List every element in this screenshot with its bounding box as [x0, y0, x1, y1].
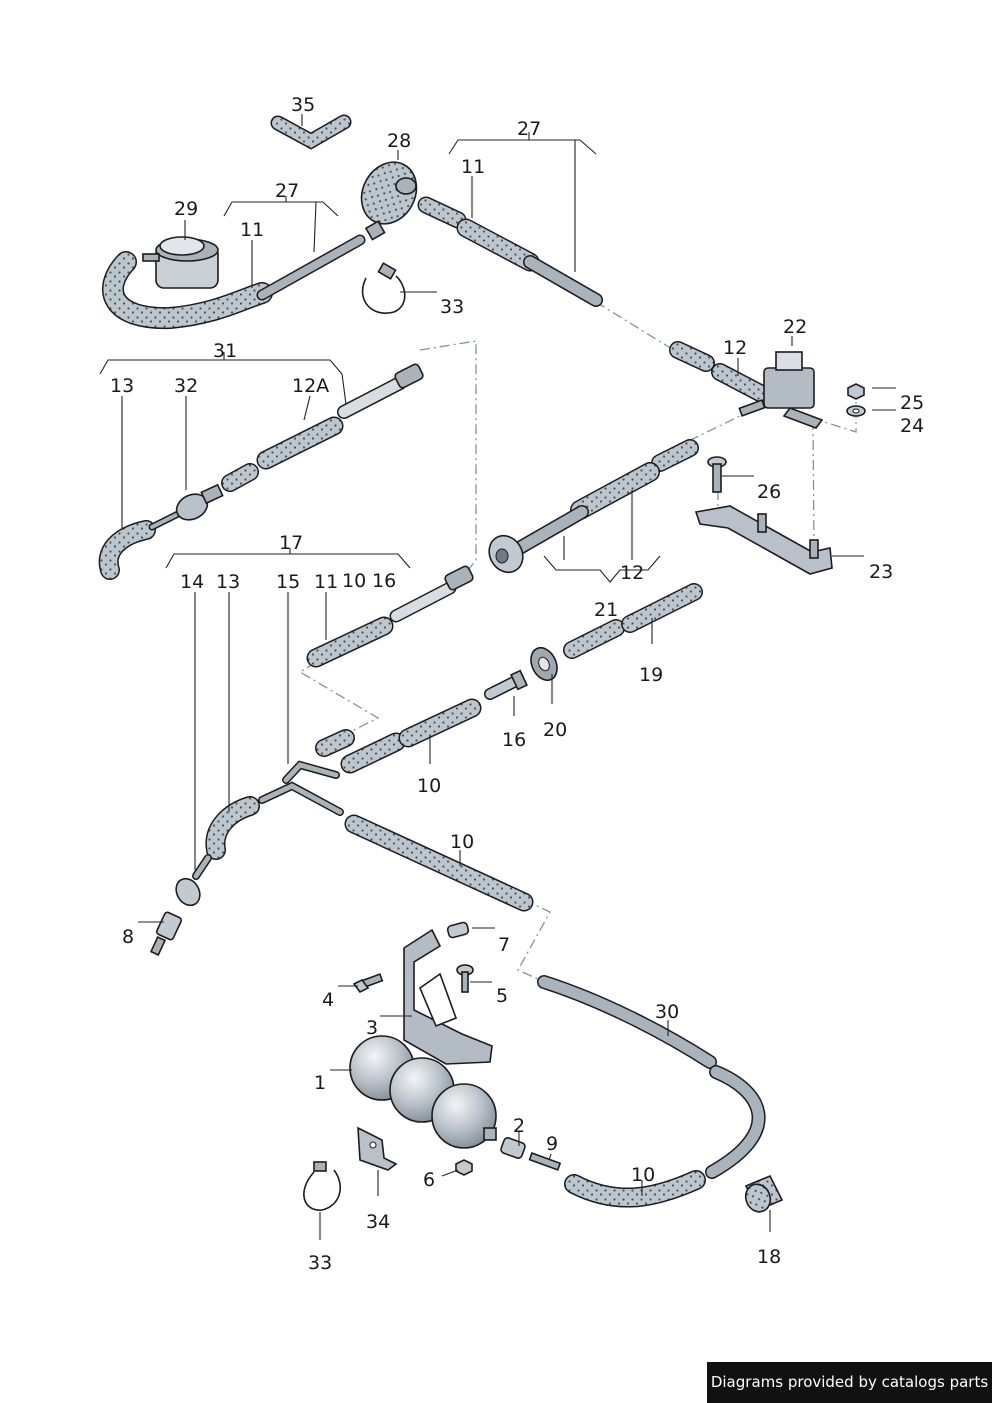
- callout-2: 2: [513, 1115, 525, 1137]
- callout-1: 1: [314, 1072, 326, 1094]
- callout-22: 22: [783, 316, 807, 338]
- callout-25: 25: [900, 392, 924, 414]
- callout-26: 26: [757, 481, 781, 503]
- callout-18: 18: [757, 1246, 781, 1268]
- callout-10: 10: [631, 1164, 655, 1186]
- part-10-long-hose: [344, 814, 534, 912]
- callout-27: 27: [517, 118, 541, 140]
- leader-lines: [99, 114, 896, 1240]
- callout-10: 10: [417, 775, 441, 797]
- callout-34: 34: [366, 1211, 390, 1233]
- part-29-vacuum-unit: [102, 234, 366, 330]
- part-34-holder: [357, 1126, 398, 1171]
- part-6-nut: [455, 1159, 473, 1176]
- callout-16: 16: [502, 729, 526, 751]
- part-26-bolt: [707, 456, 727, 493]
- part-2-connector: [500, 1137, 526, 1159]
- callout-12A: 12A: [292, 375, 329, 397]
- catalog-credit-banner: Diagrams provided by catalogs parts: [707, 1362, 992, 1403]
- callout-9: 9: [546, 1133, 558, 1155]
- callout-12: 12: [723, 337, 747, 359]
- callout-15: 15: [276, 571, 300, 593]
- callout-12: 12: [620, 562, 644, 584]
- part-16-connector: [484, 669, 528, 700]
- callout-33: 33: [308, 1252, 332, 1274]
- callout-23: 23: [869, 561, 893, 583]
- callout-33: 33: [440, 296, 464, 318]
- part-5-screw: [456, 964, 474, 993]
- part-21-hose: [563, 619, 625, 659]
- part-24-washer: [846, 405, 866, 417]
- part-30-hose: [537, 975, 766, 1179]
- part-22-solenoid-valve: [669, 341, 824, 429]
- callout-13: 13: [216, 571, 240, 593]
- part-12-hose-connector: [488, 439, 699, 574]
- callout-10: 10: [450, 831, 474, 853]
- callout-11: 11: [240, 219, 264, 241]
- part-7-stud: [446, 921, 470, 939]
- callout-30: 30: [655, 1001, 679, 1023]
- part-4-screw: [352, 973, 384, 994]
- callout-31: 31: [213, 340, 237, 362]
- callout-21: 21: [594, 599, 618, 621]
- part-19-hose: [621, 583, 703, 633]
- callout-labels: 35 28 27 11 27 29 11 33 31 13 32 12A 22 …: [110, 94, 924, 1274]
- callout-27: 27: [275, 180, 299, 202]
- callout-19: 19: [639, 664, 663, 686]
- callout-8: 8: [122, 926, 134, 948]
- callout-5: 5: [496, 985, 508, 1007]
- part-18-sleeve: [744, 1174, 784, 1213]
- part-25-nut: [847, 383, 865, 400]
- callout-35: 35: [291, 94, 315, 116]
- callout-7: 7: [498, 934, 510, 956]
- part-1-vacuum-reservoir: [349, 1035, 497, 1149]
- part-35-bent-hose: [270, 114, 352, 150]
- part-17-hose-assembly: [306, 565, 474, 668]
- callout-17: 17: [279, 532, 303, 554]
- callout-11: 11: [461, 156, 485, 178]
- part-8-check-valve: [149, 911, 183, 957]
- callout-28: 28: [387, 130, 411, 152]
- part-9-nipple: [528, 1152, 562, 1171]
- callout-13: 13: [110, 375, 134, 397]
- callout-20: 20: [543, 719, 567, 741]
- callout-11: 11: [314, 571, 338, 593]
- upper-hose-set-27: [417, 196, 603, 307]
- callout-3: 3: [366, 1017, 378, 1039]
- part-20-grommet: [530, 646, 558, 682]
- callout-4: 4: [322, 989, 334, 1011]
- part-31-hose-assembly: [98, 363, 424, 580]
- callout-6: 6: [423, 1169, 435, 1191]
- callout-24: 24: [900, 415, 924, 437]
- callout-32: 32: [174, 375, 198, 397]
- callout-16: 16: [372, 570, 396, 592]
- callout-14: 14: [180, 571, 204, 593]
- part-33-lower-clamp: [303, 1161, 342, 1211]
- callout-10: 10: [342, 570, 366, 592]
- part-3-mounting-bracket: [403, 928, 493, 1065]
- part-15-t-piece-assembly: [175, 698, 482, 907]
- part-10-lower-hose: [564, 1170, 706, 1208]
- callout-29: 29: [174, 198, 198, 220]
- part-23-bracket: [694, 505, 833, 575]
- part-28-filter-housing: [360, 161, 418, 241]
- part-33-hose-clamp: [361, 262, 406, 314]
